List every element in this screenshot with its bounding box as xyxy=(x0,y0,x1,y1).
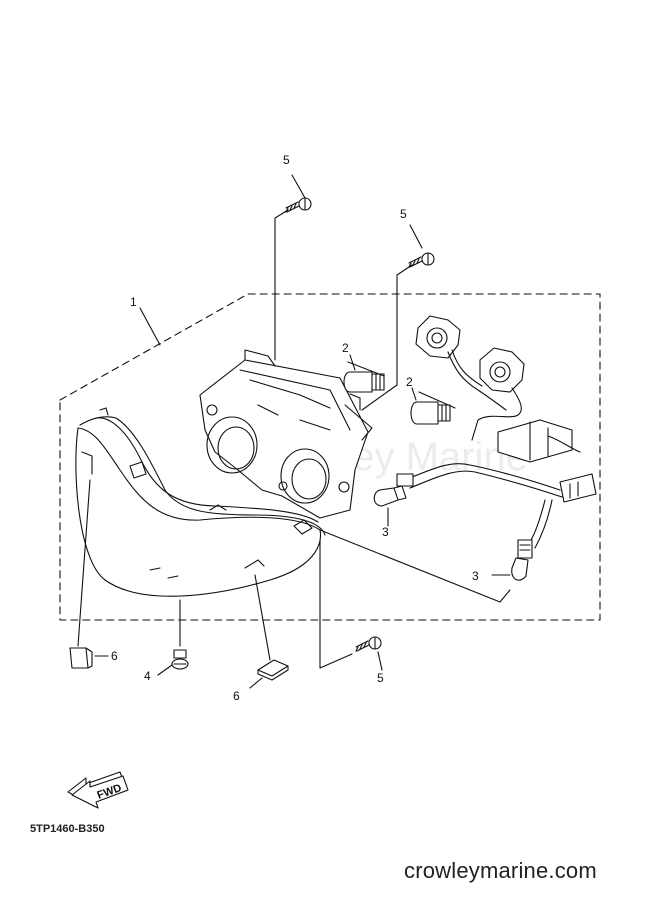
leader-2-right xyxy=(411,387,417,401)
clip-6-left xyxy=(69,647,93,669)
callout-3-bottom: 3 xyxy=(472,569,479,583)
callout-5-top: 5 xyxy=(283,153,290,167)
clip-6-center xyxy=(257,659,289,681)
brand-url: crowleymarine.com xyxy=(404,858,597,883)
leader-2-left xyxy=(349,354,356,371)
grommet-4 xyxy=(171,649,189,670)
screw-right xyxy=(408,252,435,268)
leader-screw-right xyxy=(409,224,423,249)
callout-3-top: 3 xyxy=(382,525,389,539)
wire-harness xyxy=(396,463,597,549)
screw-top xyxy=(285,197,312,213)
leader-clip-center xyxy=(254,574,271,661)
leader-1 xyxy=(139,307,161,346)
bulb-2-right xyxy=(410,391,456,425)
leader-4 xyxy=(157,664,173,676)
callout-6-left: 6 xyxy=(111,649,118,663)
callout-1: 1 xyxy=(130,295,137,309)
part-code: 5TP1460-B350 xyxy=(30,823,105,835)
leader-screw-right-drop xyxy=(361,264,413,411)
leader-5-bottom xyxy=(377,651,383,671)
screw-bottom xyxy=(355,636,382,652)
bulb-3-bottom xyxy=(491,539,533,581)
callout-4: 4 xyxy=(144,669,151,683)
assembly-outline xyxy=(59,293,601,621)
callout-2-right: 2 xyxy=(406,375,413,389)
leader-screw-top xyxy=(291,174,306,199)
bulb-2-left xyxy=(343,361,385,393)
housing-frame xyxy=(199,349,373,519)
callout-6-center: 6 xyxy=(233,689,240,703)
fwd-arrow-icon xyxy=(67,771,129,809)
leader-bulb3 xyxy=(319,529,511,603)
leader-screw-bottom xyxy=(319,539,353,669)
lens-cover xyxy=(75,407,326,597)
socket-left xyxy=(415,315,507,411)
socket-right xyxy=(471,347,525,441)
bulb-3-top xyxy=(373,485,407,521)
callout-5-bottom: 5 xyxy=(377,671,384,685)
leader-clip-left xyxy=(77,479,91,647)
leader-6-center xyxy=(249,677,263,689)
connector-plugs xyxy=(497,419,581,463)
leader-screw-top-drop xyxy=(274,209,289,361)
callout-5-right: 5 xyxy=(400,207,407,221)
callout-2-left: 2 xyxy=(342,341,349,355)
